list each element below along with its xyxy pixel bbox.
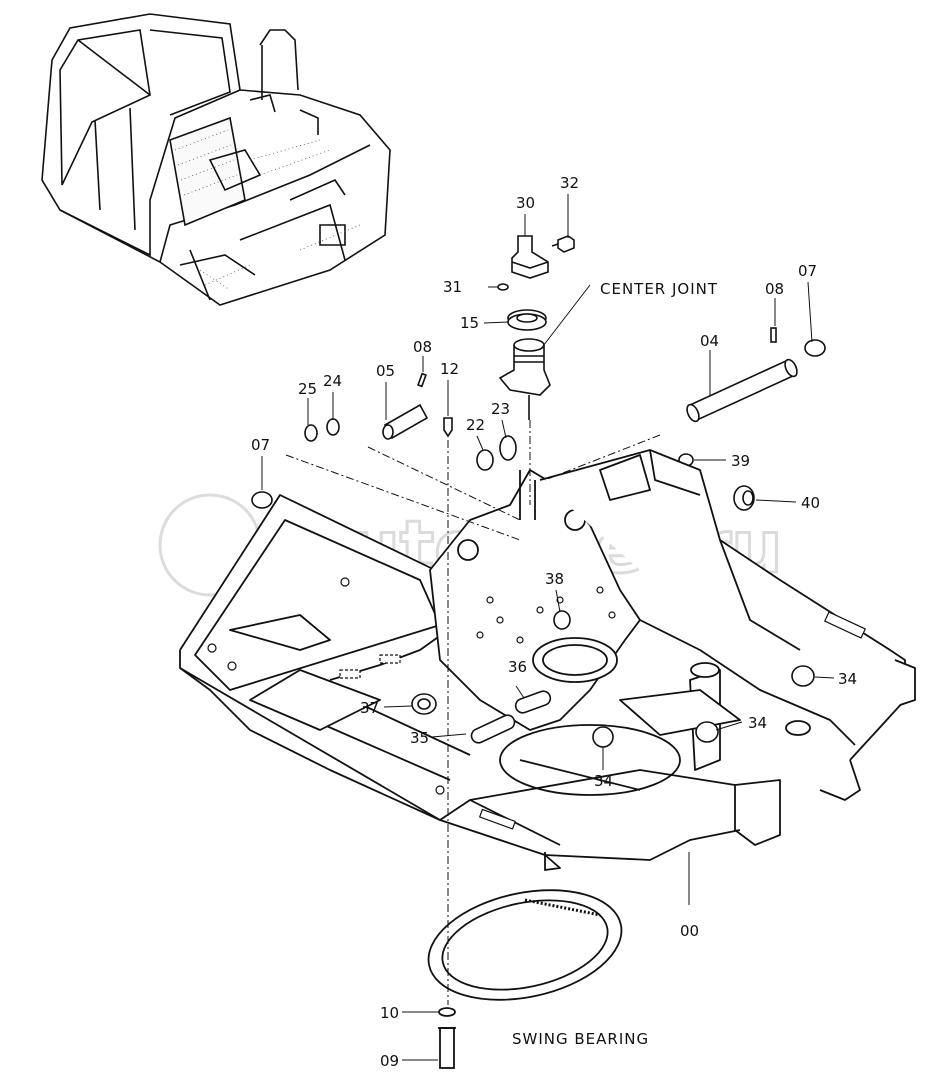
cushions: [411, 610, 815, 748]
label-15[interactable]: 15: [460, 314, 479, 332]
label-12[interactable]: 12: [440, 360, 459, 378]
label-08-left[interactable]: 08: [413, 338, 432, 356]
main-frame: [179, 449, 916, 871]
label-37[interactable]: 37: [360, 699, 379, 717]
label-07-left[interactable]: 07: [251, 436, 270, 454]
label-36[interactable]: 36: [508, 658, 527, 676]
label-23[interactable]: 23: [491, 400, 510, 418]
caption-center-joint: CENTER JOINT: [600, 280, 718, 298]
label-34-middle[interactable]: 34: [748, 714, 767, 732]
label-38[interactable]: 38: [545, 570, 564, 588]
swing-bearing: [427, 889, 623, 1069]
label-30[interactable]: 30: [516, 194, 535, 212]
label-07-top[interactable]: 07: [798, 262, 817, 280]
pins-and-washers: [251, 327, 826, 511]
label-25[interactable]: 25: [298, 380, 317, 398]
label-32[interactable]: 32: [560, 174, 579, 192]
label-04[interactable]: 04: [700, 332, 719, 350]
label-39[interactable]: 39: [731, 452, 750, 470]
leader-lines: [261, 194, 835, 1061]
inset-excavator-view: [41, 13, 391, 306]
label-08-top[interactable]: 08: [765, 280, 784, 298]
label-09[interactable]: 09: [380, 1052, 399, 1070]
part-labels: 30 32 31 15 08 07 04 05 08 12 25 24 07 2…: [251, 174, 857, 1070]
label-34-right[interactable]: 34: [838, 670, 857, 688]
label-10[interactable]: 10: [380, 1004, 399, 1022]
label-31[interactable]: 31: [443, 278, 462, 296]
label-22[interactable]: 22: [466, 416, 485, 434]
label-24[interactable]: 24: [323, 372, 342, 390]
center-joint-assembly: [497, 235, 575, 420]
label-05[interactable]: 05: [376, 362, 395, 380]
label-00[interactable]: 00: [680, 922, 699, 940]
label-34-bottom[interactable]: 34: [594, 772, 613, 790]
label-40[interactable]: 40: [801, 494, 820, 512]
caption-swing-bearing: SWING BEARING: [512, 1030, 649, 1048]
label-35[interactable]: 35: [410, 729, 429, 747]
